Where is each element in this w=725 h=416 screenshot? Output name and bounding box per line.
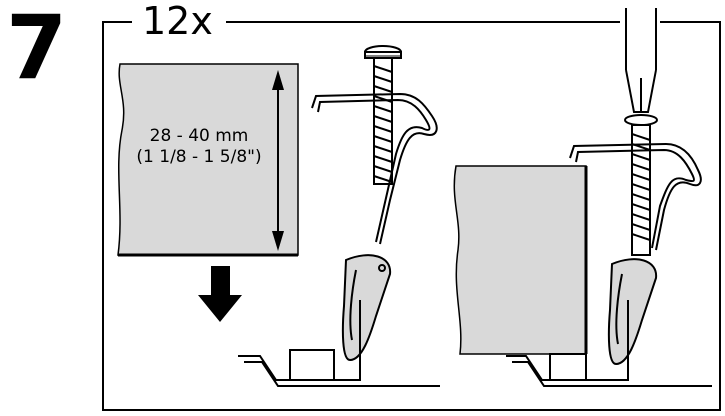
quantity-label: 12x (138, 2, 217, 40)
mounting-clip-installed-icon (569, 142, 702, 366)
screwdriver-icon (625, 8, 657, 113)
countertop-panel (117, 63, 299, 256)
countertop-panel-installed (453, 165, 587, 355)
dimension-metric: 28 - 40 mm (149, 126, 249, 146)
thickness-dimension: 28 - 40 mm (1 1/8 - 1 5/8") (124, 126, 274, 168)
dimension-imperial: (1 1/8 - 1 5/8") (136, 147, 262, 167)
screw-installed-icon (624, 114, 658, 256)
step-number: 7 (6, 0, 68, 99)
double-arrow-icon (272, 70, 284, 251)
mounting-clip-icon (311, 92, 438, 362)
step-frame (102, 21, 721, 411)
screw-icon (364, 45, 402, 185)
base-rail (238, 300, 440, 387)
down-arrow-icon (198, 266, 242, 322)
base-rail-installed (506, 300, 712, 387)
